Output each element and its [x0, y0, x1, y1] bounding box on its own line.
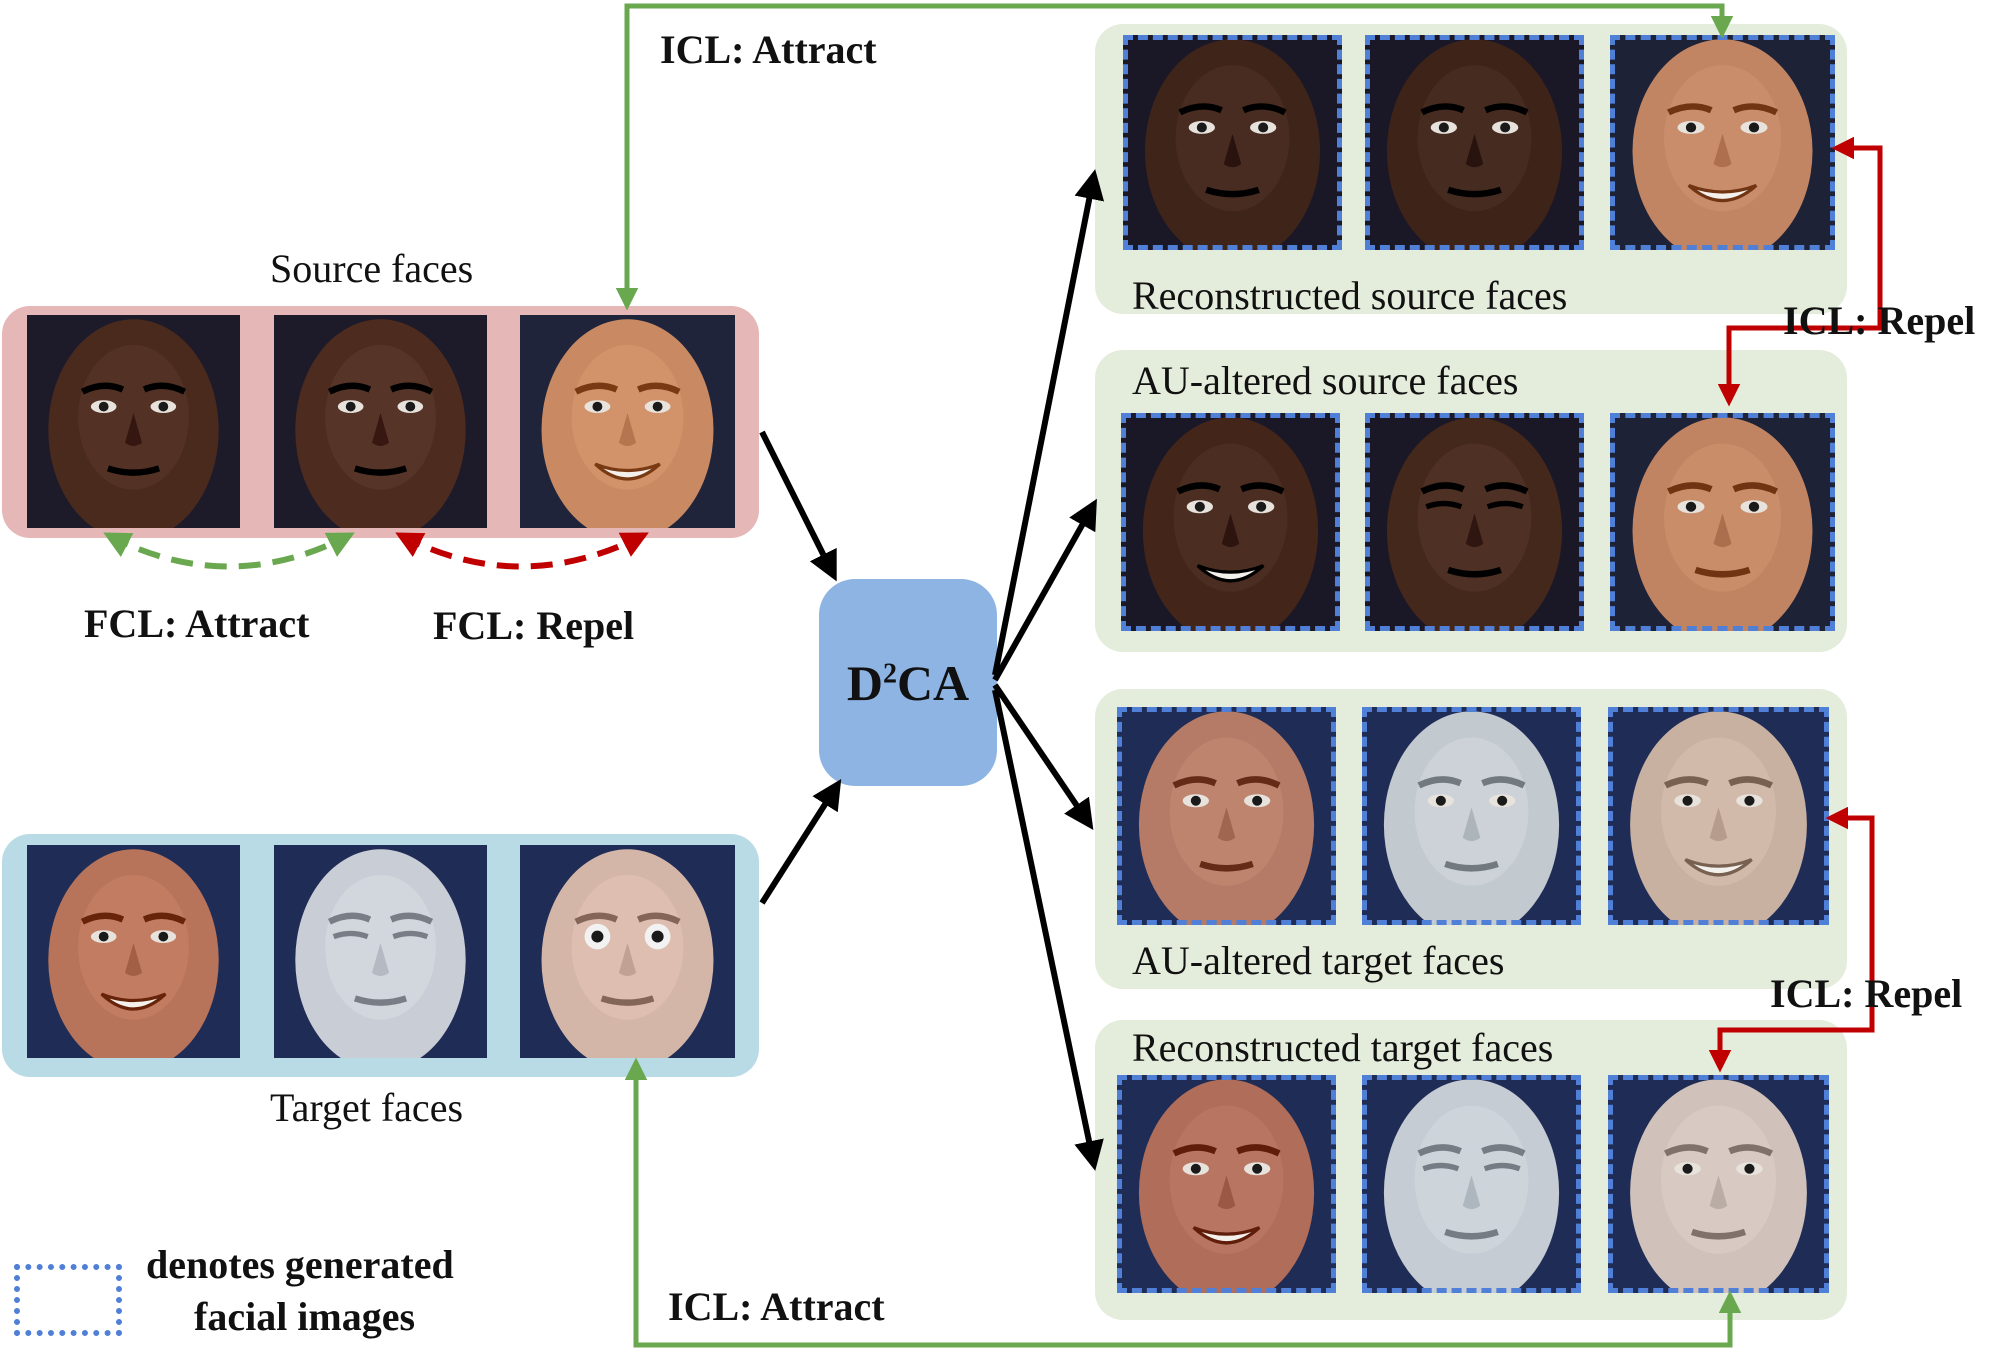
source-face-1 — [27, 315, 240, 528]
flow-arrow-model-to-reconstructed-source — [992, 169, 1105, 676]
icl-repel-bottom-label: ICL: Repel — [1770, 971, 1963, 1016]
altered-source-caption: AU-altered source faces — [1132, 358, 1519, 403]
d2ca-label: D2CA — [846, 654, 970, 711]
altered-source-face-1 — [1121, 413, 1340, 631]
altered-source-face-2 — [1365, 413, 1584, 631]
target-faces-caption: Target faces — [270, 1085, 464, 1130]
target-face-3 — [520, 845, 735, 1058]
altered-source-face-3 — [1610, 413, 1835, 631]
fcl-attract-connector — [103, 532, 355, 570]
icl-attract-bottom-label: ICL: Attract — [668, 1284, 885, 1329]
icl-repel-top-connector — [1717, 136, 1883, 407]
reconstructed-target-caption: Reconstructed target faces — [1132, 1025, 1554, 1070]
source-faces-caption: Source faces — [270, 246, 474, 291]
legend-text-line1: denotes generated — [146, 1242, 454, 1287]
legend-text-line2: facial images — [194, 1294, 416, 1339]
target-face-1 — [27, 845, 240, 1058]
legend-generated-border-sample — [14, 1264, 122, 1336]
icl-repel-top-label: ICL: Repel — [1783, 298, 1976, 343]
flow-arrow-model-to-altered-target — [992, 683, 1094, 830]
fcl-repel-connector — [395, 532, 649, 570]
reconstructed-source-caption: Reconstructed source faces — [1132, 273, 1568, 318]
target-face-2 — [274, 845, 487, 1058]
flow-arrow-source-to-model — [759, 430, 837, 582]
icl-attract-top-label: ICL: Attract — [660, 27, 877, 72]
flow-arrow-target-to-model — [759, 778, 842, 905]
icl-attract-bottom-connector — [624, 1057, 1742, 1348]
altered-target-caption: AU-altered target faces — [1132, 938, 1505, 983]
icl-repel-bottom-connector — [1708, 806, 1875, 1073]
altered-target-face-2 — [1362, 707, 1581, 925]
fcl-attract-label: FCL: Attract — [84, 601, 310, 646]
altered-target-face-1 — [1117, 707, 1336, 925]
icl-attract-top-connector — [615, 3, 1734, 311]
source-face-2 — [274, 315, 487, 528]
source-face-3 — [520, 315, 735, 528]
fcl-repel-label: FCL: Repel — [433, 603, 635, 648]
d2ca-model-box: D2CA — [819, 579, 997, 786]
flow-arrow-model-to-altered-source — [992, 498, 1097, 682]
